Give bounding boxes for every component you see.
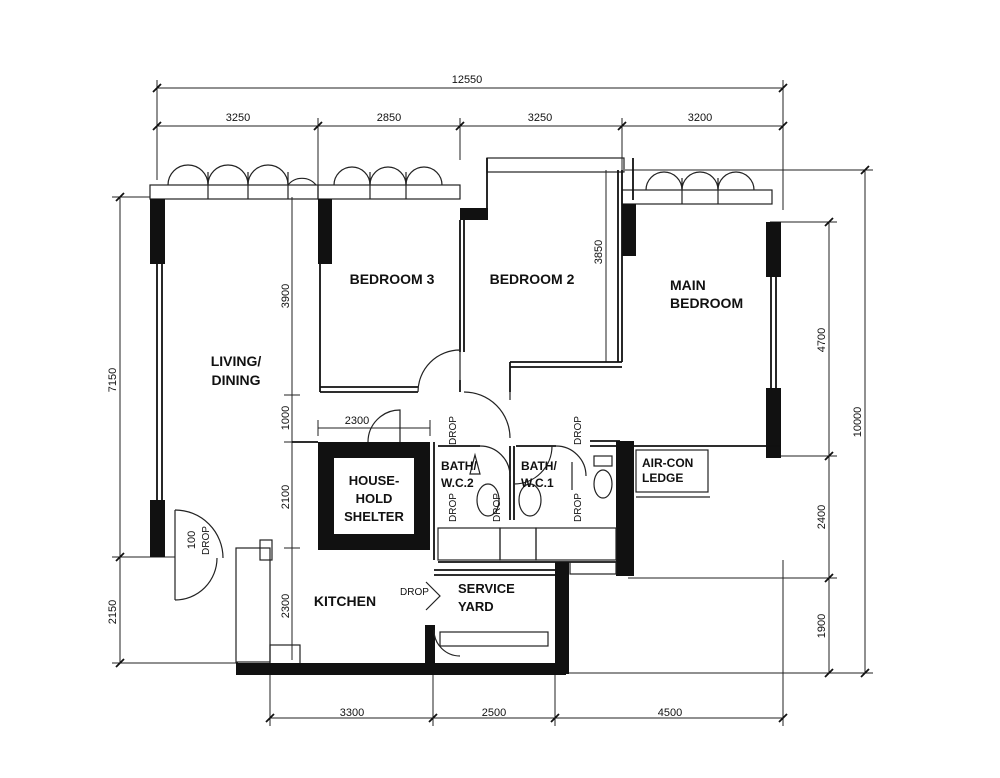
label-shelter-1: HOUSE-	[349, 473, 400, 488]
fixtures	[425, 452, 613, 611]
label-kitchen: KITCHEN	[314, 593, 376, 609]
label-bath-wc1-2: W.C.1	[521, 476, 554, 490]
dim-bottom-2: 2500	[482, 707, 506, 719]
dim-top-4: 3200	[688, 112, 712, 124]
room-labels: LIVING/ DINING BEDROOM 3 BEDROOM 2 MAIN …	[211, 271, 743, 614]
dim-right-inner-2: 2400	[816, 505, 828, 529]
dim-overall-top: 12550	[452, 74, 483, 86]
dim-top-3: 3250	[528, 112, 552, 124]
dim-shelter-depth: 2100	[280, 485, 292, 509]
label-main-bedroom-1: MAIN	[670, 277, 706, 293]
label-bedroom-3: BEDROOM 3	[350, 271, 435, 287]
dim-right-outer: 10000	[852, 407, 864, 438]
drop-label-4: DROP	[492, 493, 503, 522]
walls	[149, 157, 781, 675]
dim-shelter-width: 2300	[345, 415, 369, 427]
label-living-dining-2: DINING	[212, 372, 261, 388]
dim-top-1: 3250	[226, 112, 250, 124]
label-bath-wc2-1: BATH/	[441, 459, 477, 473]
dim-right-inner-1: 4700	[816, 328, 828, 352]
dim-corridor: 1000	[280, 406, 292, 430]
dim-left-2: 2150	[107, 600, 119, 624]
dim-right-inner-3: 1900	[816, 614, 828, 638]
dim-bedroom2-depth: 3850	[593, 240, 605, 264]
dim-left-1: 7150	[107, 368, 119, 392]
dim-bottom-1: 3300	[340, 707, 364, 719]
label-service-yard-1: SERVICE	[458, 581, 515, 596]
dim-entrance: 100	[186, 531, 198, 549]
label-shelter-3: SHELTER	[344, 509, 404, 524]
drop-label-1: DROP	[448, 416, 459, 445]
dim-bedroom3-depth: 3900	[280, 284, 292, 308]
doors	[167, 164, 755, 657]
dim-top-2: 2850	[377, 112, 401, 124]
dim-bottom-3: 4500	[658, 707, 682, 719]
dim-kitchen-depth: 2300	[280, 594, 292, 618]
label-bedroom-2: BEDROOM 2	[490, 271, 575, 287]
label-aircon-2: LEDGE	[642, 471, 683, 485]
drop-label-6: DROP	[201, 526, 212, 555]
drop-label-3: DROP	[448, 493, 459, 522]
dimension-lines	[112, 80, 873, 726]
label-living-dining-1: LIVING/	[211, 353, 262, 369]
label-bath-wc2-2: W.C.2	[441, 476, 474, 490]
drop-labels: DROP DROP DROP DROP DROP DROP DROP	[201, 416, 584, 598]
label-main-bedroom-2: BEDROOM	[670, 295, 743, 311]
drop-label-7: DROP	[400, 587, 429, 598]
label-aircon-1: AIR-CON	[642, 456, 693, 470]
drop-label-2: DROP	[573, 416, 584, 445]
label-service-yard-2: YARD	[458, 599, 494, 614]
label-bath-wc1-1: BATH/	[521, 459, 557, 473]
drop-label-5: DROP	[573, 493, 584, 522]
label-shelter-2: HOLD	[356, 491, 393, 506]
